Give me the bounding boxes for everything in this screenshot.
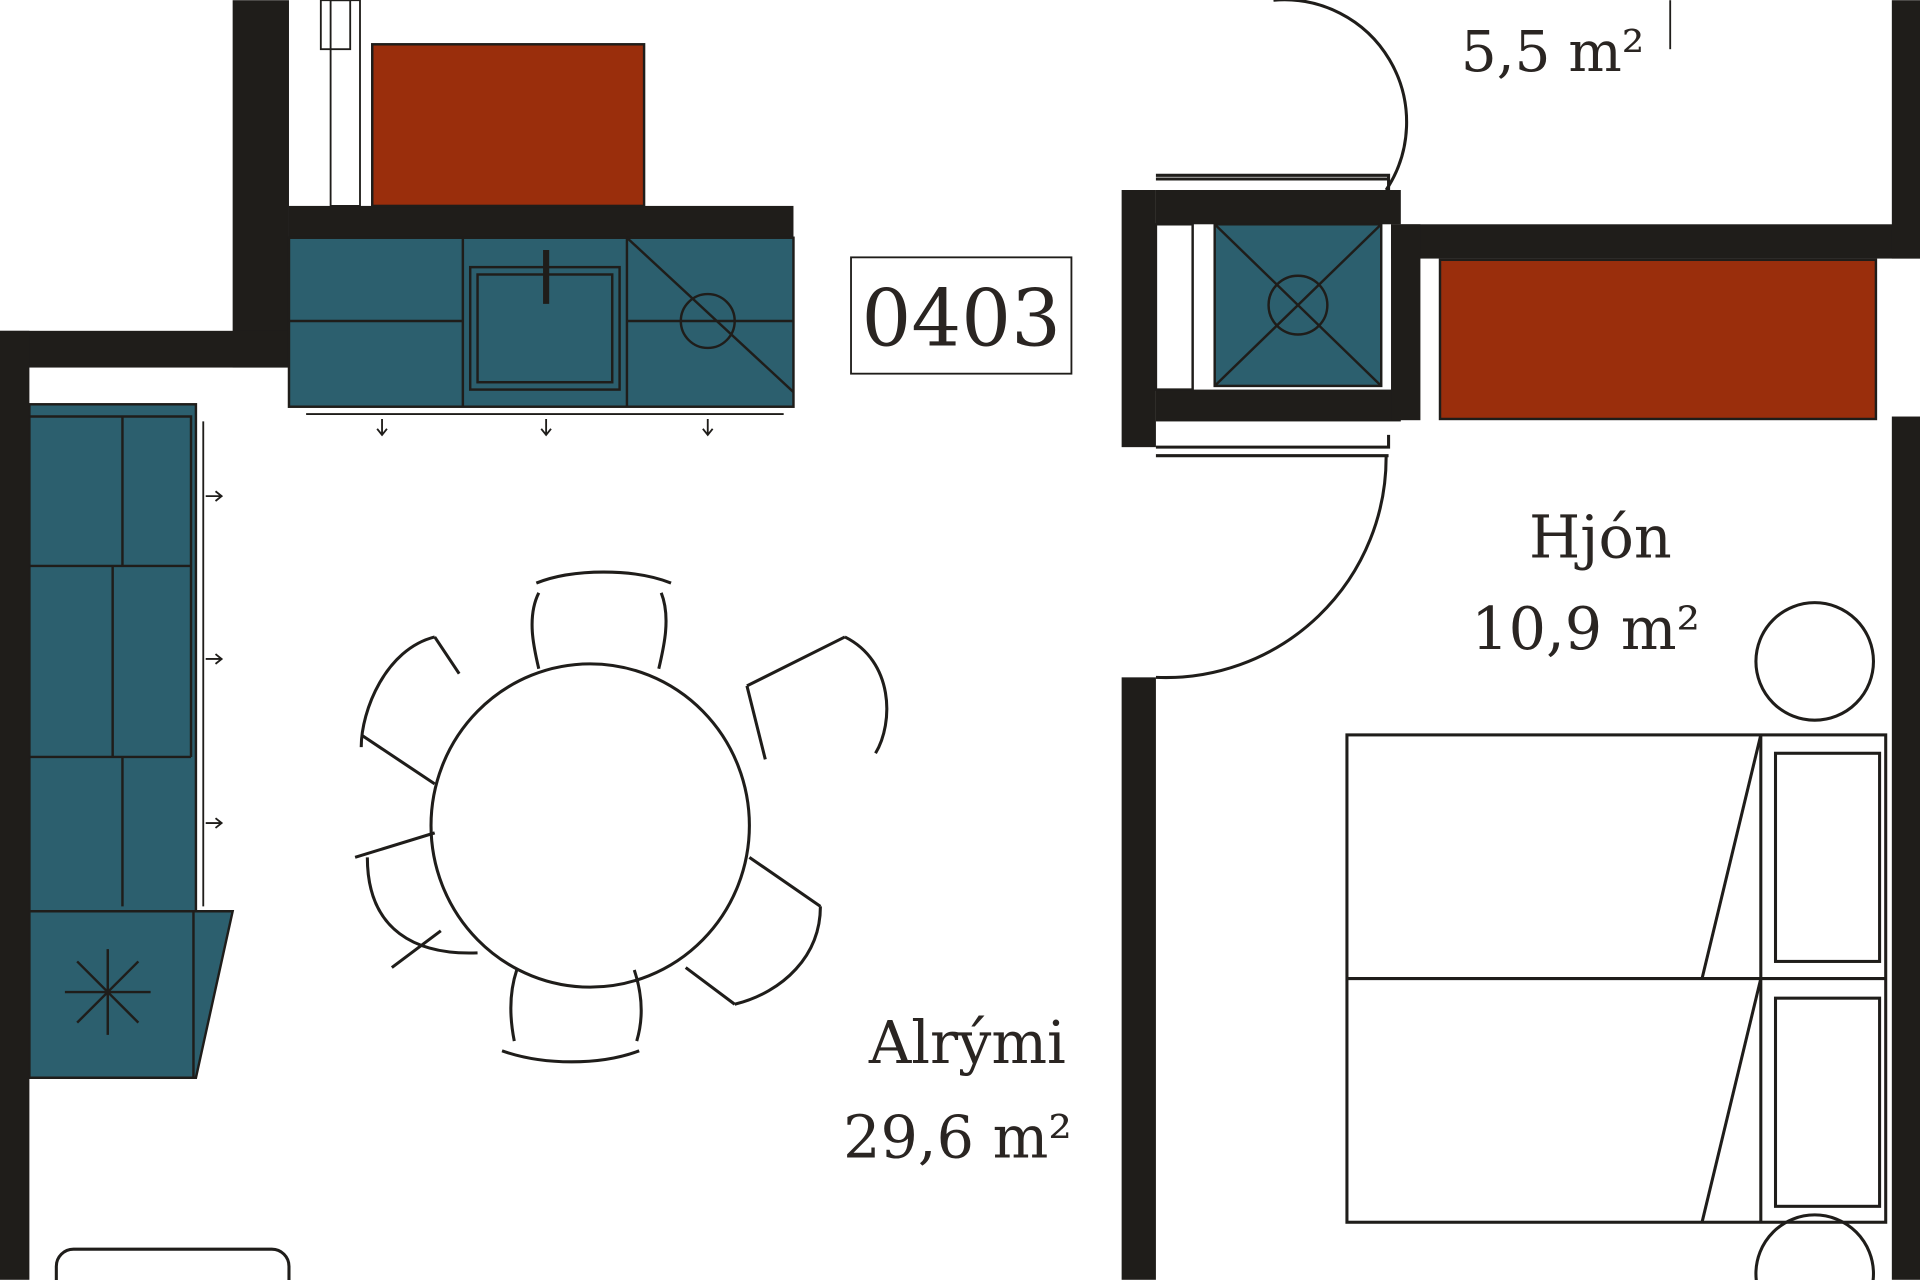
sofa [54, 1247, 291, 1280]
shower [1154, 223, 1383, 391]
double-bed [1345, 601, 1888, 1280]
room-name-bedroom: Hjón [1529, 502, 1672, 571]
room-area-top: 5,5 m² [1461, 20, 1644, 85]
storage-closet-kitchen [371, 43, 646, 208]
doors [1155, 0, 1409, 680]
dining-table [354, 570, 889, 1064]
unit-number-box [850, 256, 1073, 375]
kitchen-counter [287, 236, 795, 408]
drawer-arrows [202, 413, 784, 907]
room-area-bedroom: 10,9 m² [1471, 594, 1700, 663]
kitchen-counter-left [28, 403, 235, 1079]
room-name-living: Alrými [868, 1008, 1066, 1077]
room-area-living: 29,6 m² [843, 1102, 1072, 1171]
wardrobe-bedroom [1438, 258, 1878, 421]
unit-number: 0403 [862, 274, 1061, 365]
